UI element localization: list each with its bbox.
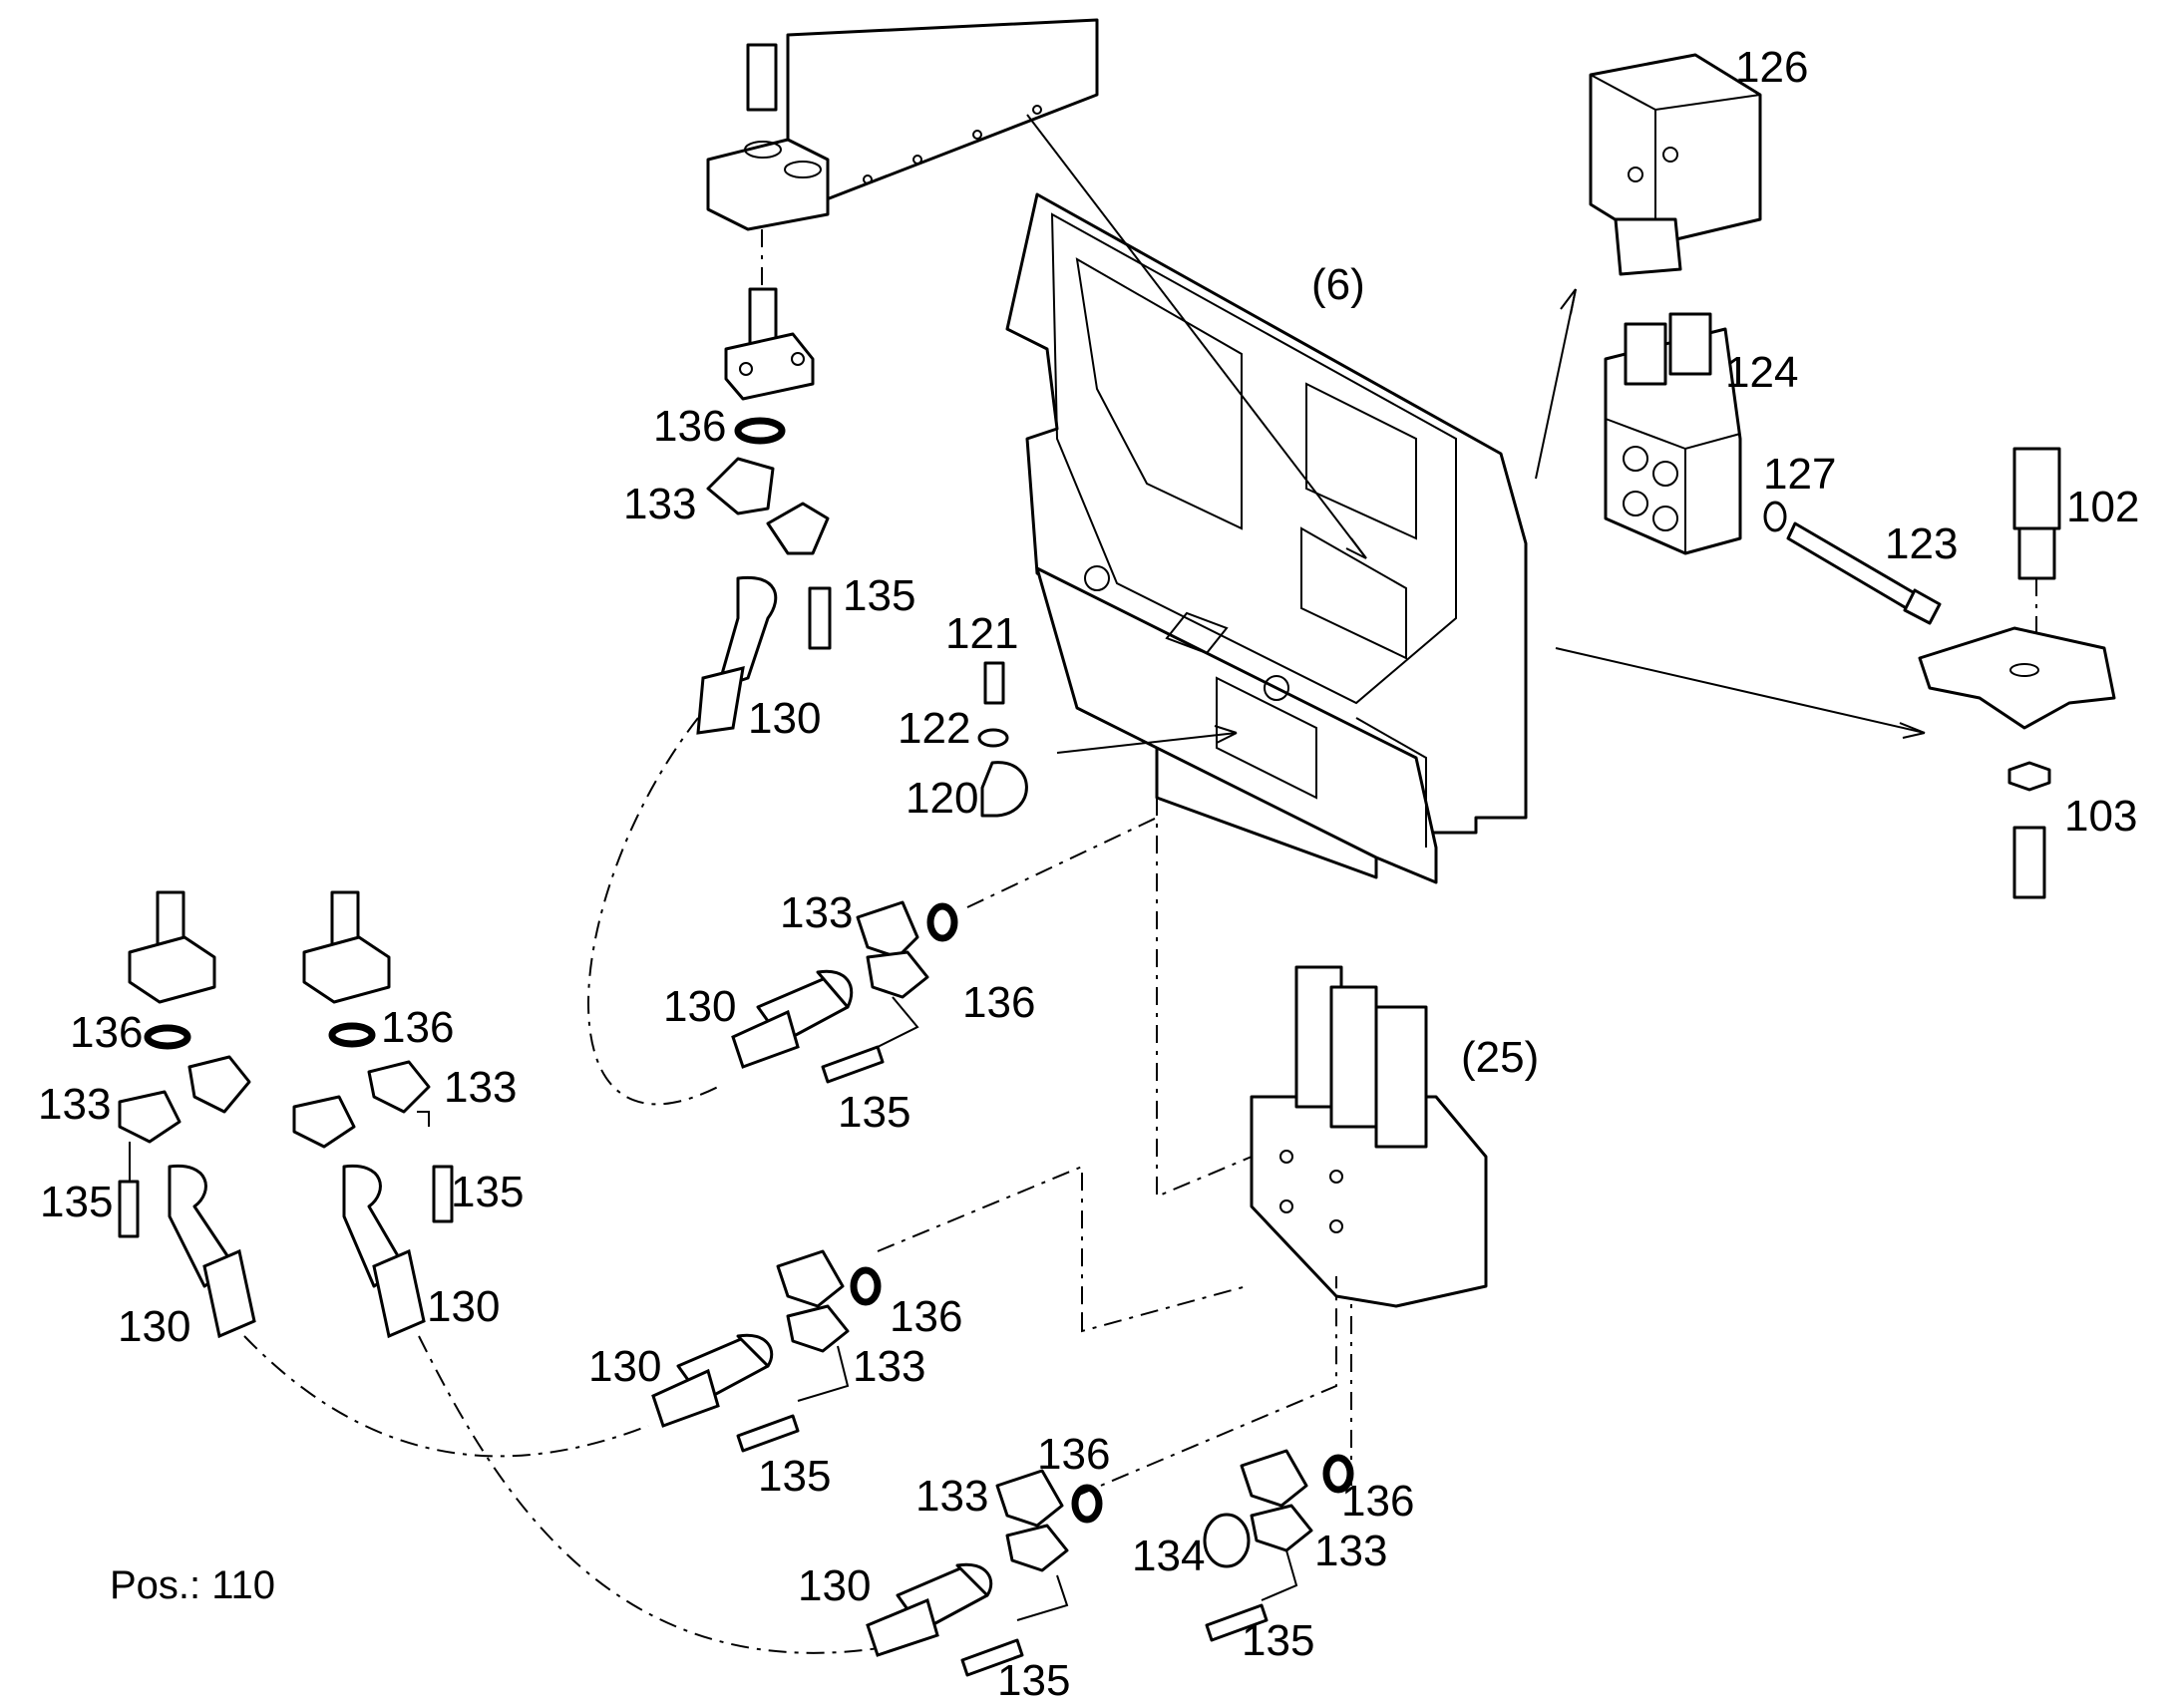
label-127: 127 (1763, 450, 1836, 499)
bolt-121 (983, 661, 1005, 705)
mounting-plate (1005, 192, 1528, 884)
flange-left-2 (302, 890, 391, 1004)
hose-set-bottom-1 (866, 1469, 1103, 1677)
label-133-mid: 133 (780, 888, 853, 937)
label-133-left-2: 133 (444, 1063, 517, 1112)
label-126: 126 (1735, 43, 1808, 92)
quick-coupling-102 (2012, 447, 2061, 638)
label-135-top: 135 (843, 571, 915, 620)
solenoid-valve-block (1604, 312, 1742, 555)
label-133-center: 133 (853, 1342, 925, 1391)
label-130-mid: 130 (663, 982, 736, 1031)
label-136-bottom-2: 136 (1341, 1477, 1414, 1526)
position-note: Pos.: 110 (110, 1563, 275, 1607)
label-136-mid: 136 (962, 978, 1035, 1027)
hose-set-left (118, 1022, 454, 1339)
nut-103 (2007, 761, 2051, 899)
label-130-left-1: 130 (118, 1302, 190, 1351)
label-133-left-1: 133 (38, 1080, 111, 1129)
label-120: 120 (906, 774, 978, 823)
hose-set-center (651, 1249, 882, 1453)
flange-left-1 (128, 890, 216, 1004)
hose-set-top (696, 417, 832, 735)
label-135-mid: 135 (838, 1088, 910, 1137)
label-124: 124 (1725, 348, 1798, 397)
label-135-bottom-2: 135 (1242, 1616, 1314, 1665)
label-130-top: 130 (748, 694, 821, 743)
label-135-left-2: 135 (451, 1168, 524, 1216)
label-121: 121 (945, 609, 1018, 658)
label-135-left-1: 135 (40, 1178, 113, 1226)
label-6: (6) (1311, 260, 1365, 309)
label-133-bottom-1: 133 (915, 1472, 988, 1521)
label-25: (25) (1461, 1033, 1539, 1082)
label-130-center: 130 (588, 1342, 661, 1391)
label-136-top: 136 (653, 402, 726, 451)
label-123: 123 (1885, 519, 1958, 568)
label-136-left-2: 136 (381, 1003, 454, 1052)
washer-127 (1763, 501, 1787, 532)
solenoid-coil (1589, 53, 1762, 276)
top-rail-bracket (706, 18, 1099, 289)
label-136-bottom-1: 136 (1037, 1430, 1110, 1479)
label-103: 103 (2064, 792, 2137, 841)
label-134: 134 (1132, 1532, 1205, 1580)
control-valve-25 (1250, 965, 1488, 1308)
clamp-120 (980, 761, 1028, 818)
label-130-bottom-1: 130 (798, 1561, 871, 1610)
label-133-top: 133 (623, 480, 696, 528)
label-122: 122 (898, 704, 970, 753)
washer-122 (977, 728, 1009, 748)
hose-set-bottom-2 (1203, 1449, 1354, 1642)
label-102: 102 (2066, 483, 2139, 531)
label-130-left-2: 130 (427, 1282, 500, 1331)
label-135-center: 135 (758, 1452, 831, 1501)
bracket-plate (1918, 626, 2116, 730)
hose-set-middle (731, 900, 958, 1084)
label-133-bottom-2: 133 (1314, 1527, 1387, 1575)
label-136-center: 136 (890, 1292, 962, 1341)
bolt-123 (1786, 521, 1942, 625)
upper-flange (724, 287, 815, 401)
label-135-bottom-1: 135 (997, 1656, 1070, 1705)
label-136-left-1: 136 (70, 1008, 143, 1057)
